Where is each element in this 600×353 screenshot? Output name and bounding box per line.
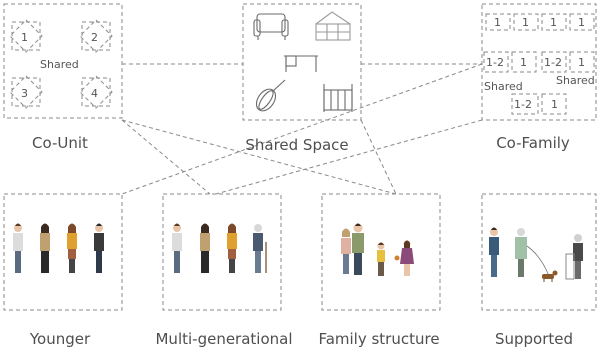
cofam-shared-left: Shared (484, 80, 523, 93)
co-unit-shared-label: Shared (40, 58, 79, 71)
co-unit-square-1 (11, 21, 41, 51)
cofam-mid-3: 1-2 (544, 56, 562, 69)
person-figure (13, 223, 23, 273)
person-figure (200, 223, 210, 273)
person-figure (172, 223, 182, 273)
cofam-mid-2: 1 (520, 56, 527, 69)
person-figure (94, 223, 104, 273)
cofam-bottom-1: 1-2 (514, 98, 532, 111)
co-unit-label: Co-Unit (32, 134, 88, 152)
cofam-top-3: 1 (550, 16, 557, 29)
cofam-bottom-2: 1 (551, 98, 558, 111)
connector-cofamily-multigen (215, 119, 483, 195)
co-unit-number-3: 3 (21, 87, 28, 100)
younger-label: Younger (29, 330, 91, 348)
person-figure (341, 228, 351, 274)
person-figure (352, 223, 364, 275)
person-figure (489, 227, 499, 277)
armchair-icon (253, 13, 289, 40)
co-unit-number-4: 4 (91, 87, 98, 100)
younger-box (3, 193, 123, 311)
person-figure (253, 224, 267, 273)
family-structure-label: Family structure (318, 330, 440, 348)
crib-icon (323, 84, 353, 112)
person-figure (515, 228, 550, 277)
co-unit-square-3 (11, 77, 41, 107)
co-unit-box (3, 3, 123, 119)
cofam-top-1: 1 (494, 16, 501, 29)
cofam-mid-4: 1 (578, 56, 585, 69)
cofam-shared-right: Shared (556, 74, 595, 87)
shared-space-label: Shared Space (245, 136, 349, 154)
whisk-icon (255, 79, 286, 112)
family-structure-box (321, 193, 441, 311)
multi-generational-label: Multi-generational (155, 330, 293, 348)
co-unit-number-1: 1 (21, 31, 28, 44)
person-figure (377, 242, 385, 276)
cofam-mid-1: 1-2 (486, 56, 504, 69)
person-figure (40, 223, 50, 273)
co-unit-number-2: 2 (91, 31, 98, 44)
connector-cofamily-younger (121, 63, 483, 195)
supported-box (481, 193, 597, 311)
shared-space-box (242, 3, 362, 121)
desk-icon (284, 55, 318, 72)
person-figure (565, 234, 583, 280)
connector-counit-multigen (121, 119, 211, 195)
co-unit-square-4 (81, 77, 111, 107)
person-figure (227, 223, 237, 273)
greenhouse-icon (315, 11, 351, 41)
multi-generational-box (162, 193, 282, 311)
cofam-top-2: 1 (522, 16, 529, 29)
co-family-box (481, 3, 597, 121)
cofam-top-4: 1 (578, 16, 585, 29)
person-figure (394, 240, 414, 276)
connector-sharedspace-family (360, 119, 397, 195)
person-figure (67, 223, 77, 273)
dog-icon (542, 270, 558, 282)
supported-label: Supported (494, 330, 574, 348)
co-family-label: Co-Family (496, 134, 570, 152)
co-unit-square-2 (81, 21, 111, 51)
connector-counit-family (121, 119, 397, 195)
